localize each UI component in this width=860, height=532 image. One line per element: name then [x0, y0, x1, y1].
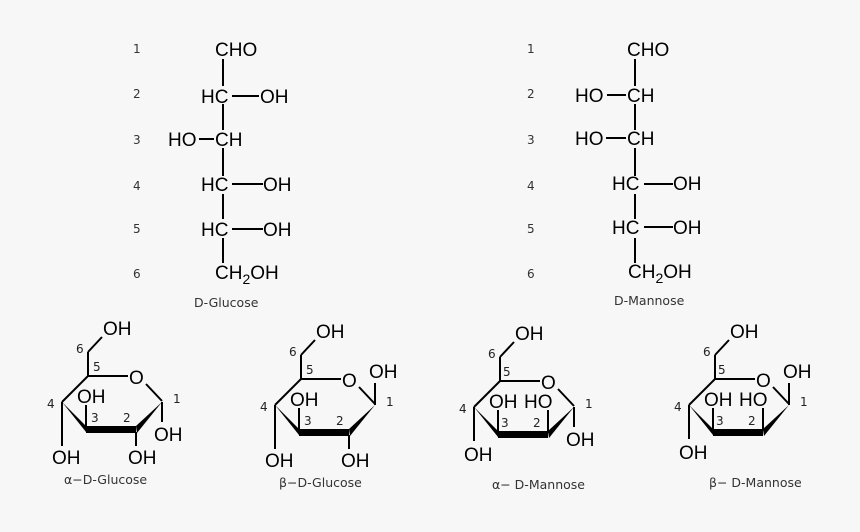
caption-alpha-d-mannose: α− D-Mannose: [492, 477, 585, 492]
atom-oh: OH: [489, 392, 518, 413]
carbon-number: 6: [488, 347, 496, 361]
carbon-number: 1: [585, 397, 593, 411]
carbon-number: 5: [306, 363, 314, 377]
row-number: 6: [133, 267, 141, 281]
caption-alpha-d-glucose: α−D-Glucose: [64, 472, 147, 487]
atom-hc: HC: [201, 220, 228, 241]
atom-ho: HO: [524, 392, 553, 413]
atom-oh: OH: [464, 445, 493, 466]
atom-oh: OH: [260, 87, 289, 108]
carbon-number: 4: [260, 400, 268, 414]
atom-ch2oh: CH2OH: [628, 262, 692, 286]
carbon-number: 3: [304, 414, 312, 428]
carbon-number: 1: [800, 395, 808, 409]
carbon-number: 5: [503, 365, 511, 379]
atom-oh: OH: [52, 448, 81, 469]
row-number: 1: [527, 42, 535, 56]
row-numbers: 1 2 3 4 5 6: [527, 42, 535, 281]
atom-hc: HC: [612, 174, 639, 195]
atom-hc: HC: [201, 87, 228, 108]
ring-oxygen: O: [756, 371, 771, 392]
carbon-number: 3: [501, 416, 509, 430]
atom-ho: HO: [168, 130, 197, 151]
carbon-number: 4: [674, 400, 682, 414]
caption-d-glucose: D-Glucose: [194, 295, 259, 310]
atom-ch2oh: CH2OH: [215, 263, 279, 287]
carbon-number: 1: [386, 395, 394, 409]
atom-ho: HO: [575, 86, 604, 107]
atom-oh: OH: [265, 451, 294, 472]
row-number: 1: [133, 42, 141, 56]
atom-oh: OH: [263, 175, 292, 196]
atom-hc: HC: [612, 218, 639, 239]
row-number: 6: [527, 267, 535, 281]
ring-oxygen: O: [342, 371, 357, 392]
ring-oxygen: O: [129, 368, 144, 389]
row-number: 5: [527, 222, 535, 236]
atom-oh: OH: [103, 319, 132, 340]
atom-oh: OH: [730, 322, 759, 343]
atom-oh: OH: [783, 362, 812, 383]
atom-cho: CHO: [627, 40, 669, 61]
atom-oh: OH: [673, 218, 702, 239]
atom-oh: OH: [679, 443, 708, 464]
atom-ch: CH: [215, 130, 242, 151]
carbon-number: 4: [459, 402, 467, 416]
carbon-number: 5: [718, 363, 726, 377]
row-number: 2: [133, 87, 141, 101]
atom-oh: OH: [341, 451, 370, 472]
atom-oh: OH: [566, 430, 595, 451]
row-number: 4: [133, 179, 141, 193]
atom-oh: OH: [673, 174, 702, 195]
ring-oxygen: O: [541, 373, 556, 394]
atom-cho: CHO: [215, 40, 257, 61]
row-number: 2: [527, 87, 535, 101]
carbon-number: 6: [703, 345, 711, 359]
atom-hc: HC: [201, 175, 228, 196]
carbon-number: 6: [289, 345, 297, 359]
atom-oh: OH: [263, 220, 292, 241]
atom-oh: OH: [515, 324, 544, 345]
fischer-d-glucose: 1 2 3 4 5 6 CHO HC OH HO CH HC OH HC OH …: [133, 40, 292, 310]
caption-beta-d-mannose: β− D-Mannose: [709, 475, 802, 490]
atom-oh: OH: [154, 425, 183, 446]
carbon-number: 4: [47, 397, 55, 411]
atom-oh: OH: [369, 362, 398, 383]
fischer-d-mannose: 1 2 3 4 5 6 CHO HO CH HO CH HC OH HC OH …: [527, 40, 702, 308]
row-number: 3: [133, 133, 141, 147]
carbon-number: 5: [93, 360, 101, 374]
carbon-number: 2: [123, 411, 131, 425]
row-number: 3: [527, 133, 535, 147]
haworth-beta-d-mannose: OH O OH HO OH OH 1 2 3 4 5 6 β− D-Mannos…: [674, 322, 812, 490]
haworth-alpha-d-glucose: OH O OH OH OH OH 1 2 3 4 5 6 α−D-Glucose: [47, 319, 183, 487]
atom-ch: CH: [627, 129, 654, 150]
carbon-number: 6: [76, 342, 84, 356]
carbon-number: 3: [716, 414, 724, 428]
haworth-beta-d-glucose: OH O OH OH OH OH 1 2 3 4 5 6 β−D-Glucose: [260, 322, 398, 490]
atom-oh: OH: [316, 322, 345, 343]
carbon-number: 3: [91, 411, 99, 425]
caption-beta-d-glucose: β−D-Glucose: [279, 475, 362, 490]
carbon-number: 2: [748, 414, 756, 428]
atom-ho: HO: [739, 390, 768, 411]
row-number: 4: [527, 179, 535, 193]
carbon-number: 2: [336, 414, 344, 428]
row-numbers: 1 2 3 4 5 6: [133, 42, 141, 281]
atom-oh: OH: [128, 448, 157, 469]
atom-oh: OH: [77, 387, 106, 408]
carbon-number: 1: [173, 392, 181, 406]
atom-ho: HO: [575, 129, 604, 150]
atom-ch: CH: [627, 86, 654, 107]
caption-d-mannose: D-Mannose: [614, 293, 685, 308]
carbon-number: 2: [533, 416, 541, 430]
atom-oh: OH: [704, 390, 733, 411]
atom-oh: OH: [290, 390, 319, 411]
haworth-alpha-d-mannose: OH O OH HO OH OH 1 2 3 4 5 6 α− D-Mannos…: [459, 324, 595, 492]
row-number: 5: [133, 222, 141, 236]
